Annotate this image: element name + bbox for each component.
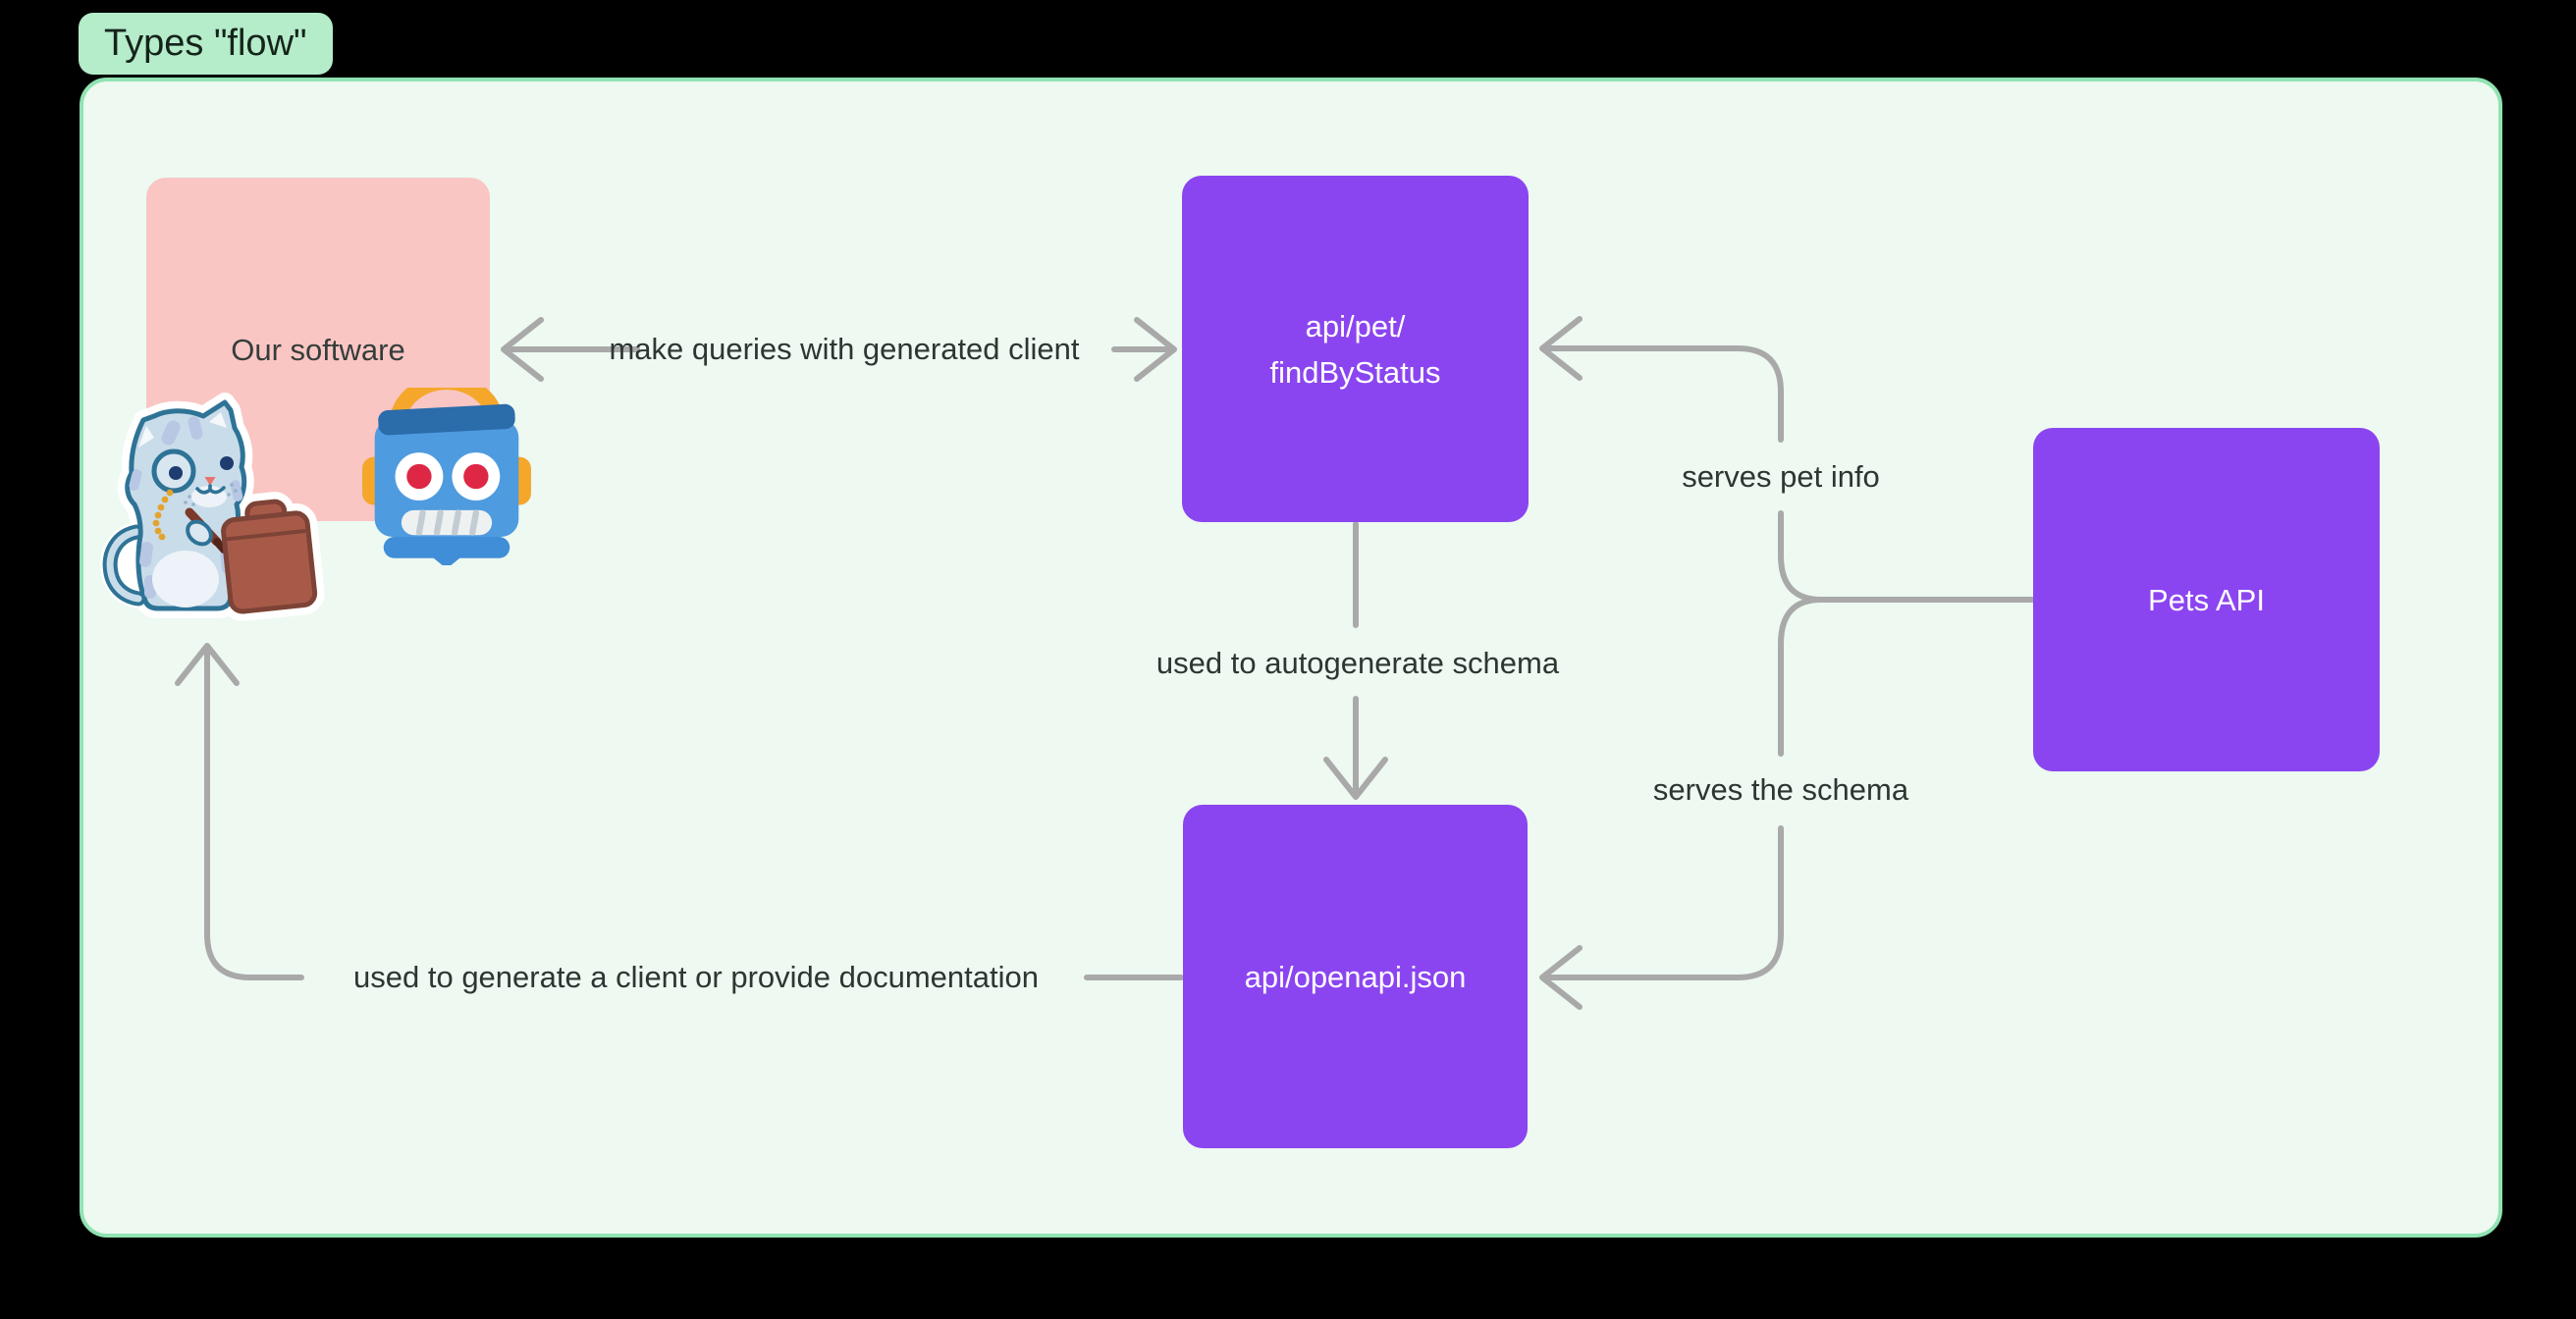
cat-paw <box>186 519 213 547</box>
cat-belly-patch <box>152 551 219 607</box>
edge-make-queries-right-arrowhead <box>1134 317 1177 382</box>
edge-label-generate-client: used to generate a client or provide doc… <box>353 960 1039 994</box>
edge-serves-pet-info-upper-segment <box>1543 345 1784 443</box>
cat-briefcase <box>221 499 318 614</box>
robot-grille-slats <box>415 509 480 536</box>
edge-label-serves-pet-info: serves pet info <box>1682 459 1880 494</box>
node-api-openapi-json: api/openapi.json <box>1183 805 1528 1148</box>
cat-pen-tip <box>213 538 228 554</box>
diagram-canvas: Our software api/pet/ findByStatus Pets … <box>80 78 2502 1238</box>
edge-serves-schema-arrowhead <box>1539 945 1583 1010</box>
robot-head <box>374 419 519 538</box>
edge-serves-schema-lower-segment <box>1543 825 1784 980</box>
robot-chin-notch <box>431 555 462 565</box>
edge-serves-schema-upper-segment <box>1778 597 1824 757</box>
briefcase-seam <box>226 528 307 542</box>
node-api-pet-line2: findByStatus <box>1269 354 1441 390</box>
cat-tail-inner <box>106 528 142 603</box>
robot-pupil-right <box>463 463 489 490</box>
node-api-openapi-json-label: api/openapi.json <box>1244 959 1467 994</box>
connectors-layer <box>175 316 2036 1010</box>
edge-serves-pet-info-lower-segment <box>1778 510 1824 603</box>
edge-generate-client-left-segment <box>204 647 304 980</box>
edge-serves-pet-info-arrowhead <box>1539 316 1583 381</box>
robot-emoji-icon <box>362 388 531 565</box>
node-pets-api: Pets API <box>2033 428 2380 771</box>
robot-antenna <box>390 388 504 426</box>
cat-ear-inner-right <box>209 412 227 428</box>
cat-monocle-chain <box>152 489 174 541</box>
title-badge: Types "flow" <box>79 13 333 75</box>
title-badge-label: Types "flow" <box>104 23 307 64</box>
robot-pupil-left <box>406 463 432 490</box>
edge-label-autogenerate: used to autogenerate schema <box>1155 646 1560 680</box>
node-api-pet-line1: api/pet/ <box>1305 308 1406 343</box>
edge-label-make-queries: make queries with generated client <box>609 332 1080 366</box>
edge-make-queries-left-arrowhead <box>501 317 544 382</box>
cat-eye-right <box>220 456 234 470</box>
cat-nose <box>204 477 216 486</box>
cat-eye-left <box>169 466 183 480</box>
edge-generate-client-arrowhead <box>175 643 240 686</box>
robot-jaw <box>383 537 510 558</box>
cat-ear-inner-left <box>138 426 154 448</box>
cat-whisker-freckles <box>184 483 238 506</box>
node-api-pet-findbystatus: api/pet/ findByStatus <box>1182 176 1529 522</box>
edge-autogenerate-arrowhead <box>1323 757 1388 800</box>
node-api-pet-findbystatus-label: api/pet/ findByStatus <box>1269 303 1440 396</box>
edge-label-serves-schema: serves the schema <box>1652 772 1909 807</box>
briefcase-body <box>221 510 318 614</box>
cat-mouth <box>195 484 226 495</box>
robot-headband <box>378 403 515 436</box>
cat-sticker-icon <box>100 393 325 622</box>
node-pets-api-label: Pets API <box>2148 582 2265 617</box>
node-our-software-label: Our software <box>231 332 405 367</box>
